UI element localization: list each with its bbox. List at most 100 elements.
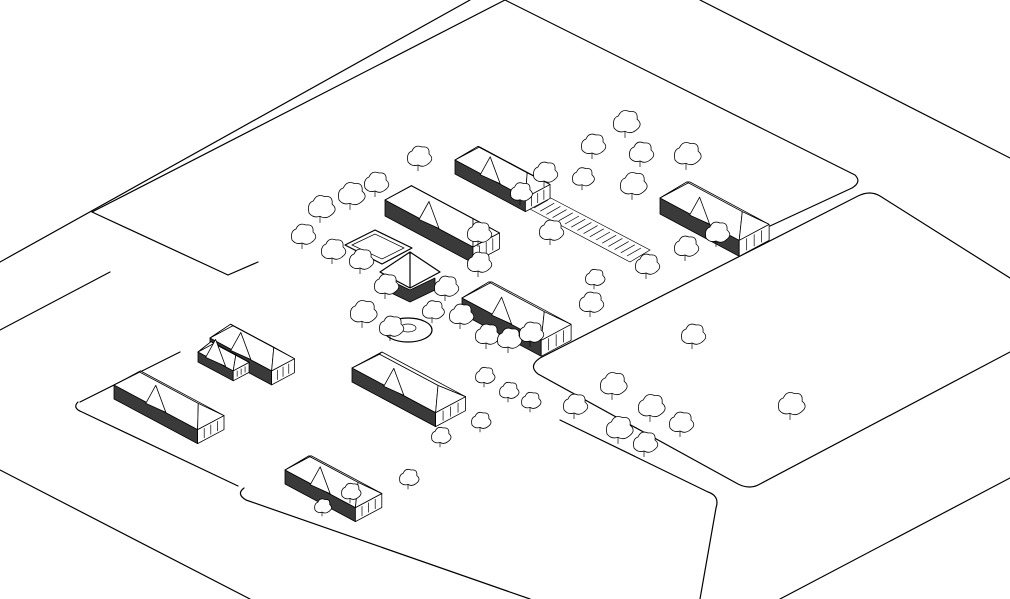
tree-canopy: [533, 161, 559, 183]
parking-stripe: [583, 225, 598, 234]
building-gable: [230, 332, 252, 360]
parking-stripe: [620, 244, 635, 254]
tree: [606, 416, 634, 444]
tree-canopy: [422, 300, 445, 320]
tree: [291, 223, 317, 249]
apartment-building: [454, 146, 551, 212]
tree-canopy: [613, 110, 641, 134]
tree-canopy: [581, 133, 607, 155]
tree: [349, 248, 375, 274]
tree-canopy: [629, 141, 655, 163]
building-gable: [491, 296, 512, 325]
parking-stripe: [546, 206, 561, 215]
tree-canopy: [638, 394, 666, 418]
upper-road-edge: [0, 0, 471, 263]
tree-canopy: [620, 172, 648, 196]
tree-canopy: [633, 431, 659, 453]
tree: [674, 142, 702, 170]
tree: [638, 394, 666, 422]
east-block: [532, 192, 1010, 488]
tree-canopy: [572, 167, 595, 187]
tree: [321, 238, 347, 264]
tree-canopy: [600, 372, 628, 396]
tree: [681, 323, 707, 349]
building-gable: [383, 367, 405, 396]
tree: [581, 133, 607, 159]
tree: [449, 303, 475, 329]
building-roof-back: [379, 351, 466, 398]
parking-stripe: [533, 199, 549, 209]
building-gable: [205, 339, 226, 367]
tree: [705, 221, 731, 247]
apartment-buildings: [113, 146, 770, 522]
tree: [539, 219, 565, 245]
tree: [399, 468, 420, 490]
upper-road-edge-2: [91, 0, 506, 213]
tree: [563, 393, 589, 419]
tree: [519, 321, 545, 347]
tree: [467, 251, 493, 277]
tree-canopy: [563, 393, 589, 415]
tree-canopy: [374, 273, 400, 295]
tree-canopy: [475, 366, 496, 384]
parking-stripe: [558, 212, 573, 222]
building-roof-back: [308, 455, 383, 494]
apartment-building: [351, 351, 466, 428]
parking-stripe: [577, 222, 592, 231]
tree: [475, 366, 496, 388]
tree: [579, 291, 605, 317]
parking-stripe: [571, 218, 586, 228]
building-roof-back: [686, 181, 770, 225]
tree: [674, 235, 700, 261]
tree-canopy: [669, 411, 695, 433]
tree-canopy: [308, 195, 336, 219]
tree: [341, 482, 362, 504]
apartment-building: [461, 281, 572, 357]
parking-stripe: [626, 247, 642, 257]
tree: [379, 315, 405, 341]
apartment-building: [197, 339, 250, 382]
tree-canopy: [407, 145, 433, 167]
south-block: [239, 419, 718, 599]
tree-canopy: [321, 238, 347, 260]
tree-canopy: [681, 323, 707, 345]
tree: [374, 273, 400, 299]
tree: [533, 161, 559, 187]
apartment-building: [113, 370, 225, 445]
tree-canopy: [399, 468, 420, 486]
parking-stripes: [533, 199, 642, 257]
tree-canopy: [674, 235, 700, 257]
apartment-building: [284, 455, 383, 522]
building-roof-back: [477, 146, 551, 185]
tree: [338, 182, 366, 210]
tree-canopy: [635, 253, 661, 275]
tree: [314, 498, 333, 517]
building-gable: [145, 384, 167, 413]
tree-canopy: [606, 416, 634, 440]
tree: [308, 195, 336, 223]
parking-stripe: [589, 228, 604, 238]
tree-canopy: [431, 426, 452, 444]
building-gable: [689, 196, 710, 225]
tree: [475, 323, 501, 349]
tree-canopy: [475, 323, 501, 345]
trees: [291, 110, 806, 517]
tree: [422, 300, 445, 324]
tree-canopy: [449, 303, 475, 325]
clubhouse-roof: [379, 251, 441, 289]
tree-canopy: [338, 182, 366, 206]
tree: [471, 411, 492, 433]
tree: [364, 171, 390, 197]
building-roof-back: [139, 370, 225, 416]
north-east-edge: [504, 0, 859, 227]
building-roof-back: [411, 185, 500, 234]
building-gable: [418, 201, 440, 229]
tree: [350, 300, 378, 328]
pool-inner: [351, 233, 405, 260]
south-west-edge: [0, 469, 251, 599]
parking-stripe: [595, 231, 611, 241]
parking-stripe: [552, 209, 567, 218]
tree: [633, 431, 659, 457]
building-gable: [479, 156, 501, 185]
